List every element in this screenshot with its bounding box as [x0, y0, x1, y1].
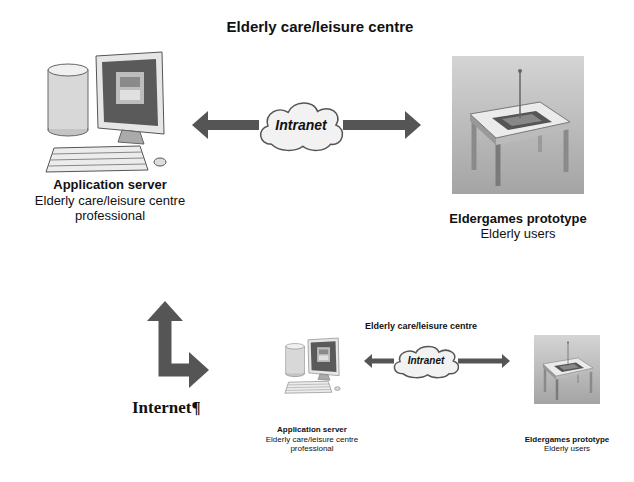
device-node: Application serverElderly care/leisure c…	[262, 334, 362, 456]
computer-illustration	[285, 338, 340, 393]
panel-title: Elderly care/leisure centre	[8, 18, 632, 36]
connector-arrow	[147, 301, 209, 388]
connector-arrow	[192, 111, 259, 139]
connector-arrow	[364, 354, 394, 368]
cloud-label: Intranet	[408, 355, 445, 367]
device-node: Application serverElderly care/leisure c…	[30, 46, 190, 226]
centre-panel: Elderly care/leisure centreApplication s…	[8, 6, 632, 298]
intranet-cloud: Intranet	[390, 342, 462, 380]
device-caption: Elderly users	[423, 226, 613, 242]
device-caption: Elderly care/leisure centre professional	[262, 435, 362, 454]
device-title: Eldergames prototype	[512, 435, 622, 445]
network-label: Internet¶	[132, 398, 201, 418]
device-caption: Elderly users	[512, 444, 622, 454]
device-caption: Elderly care/leisure centre professional	[30, 193, 190, 224]
connector-arrow	[343, 111, 421, 139]
cloud-label: Intranet	[275, 117, 326, 134]
device-node: Eldergames prototypeElderly users	[423, 50, 613, 244]
table-illustration	[448, 52, 588, 198]
device-node: Eldergames prototypeElderly users	[512, 330, 622, 456]
device-title: Eldergames prototype	[423, 211, 613, 227]
table-illustration	[532, 333, 602, 406]
centre-panel: Elderly care/leisure centreApplication s…	[212, 312, 630, 478]
panel-shape	[8, 6, 632, 298]
connector-arrow	[458, 354, 510, 368]
panel-title: Elderly care/leisure centre	[212, 321, 630, 332]
device-title: Application server	[30, 177, 190, 193]
intranet-cloud: Intranet	[255, 96, 347, 154]
computer-illustration	[46, 52, 166, 172]
device-title: Application server	[262, 425, 362, 435]
